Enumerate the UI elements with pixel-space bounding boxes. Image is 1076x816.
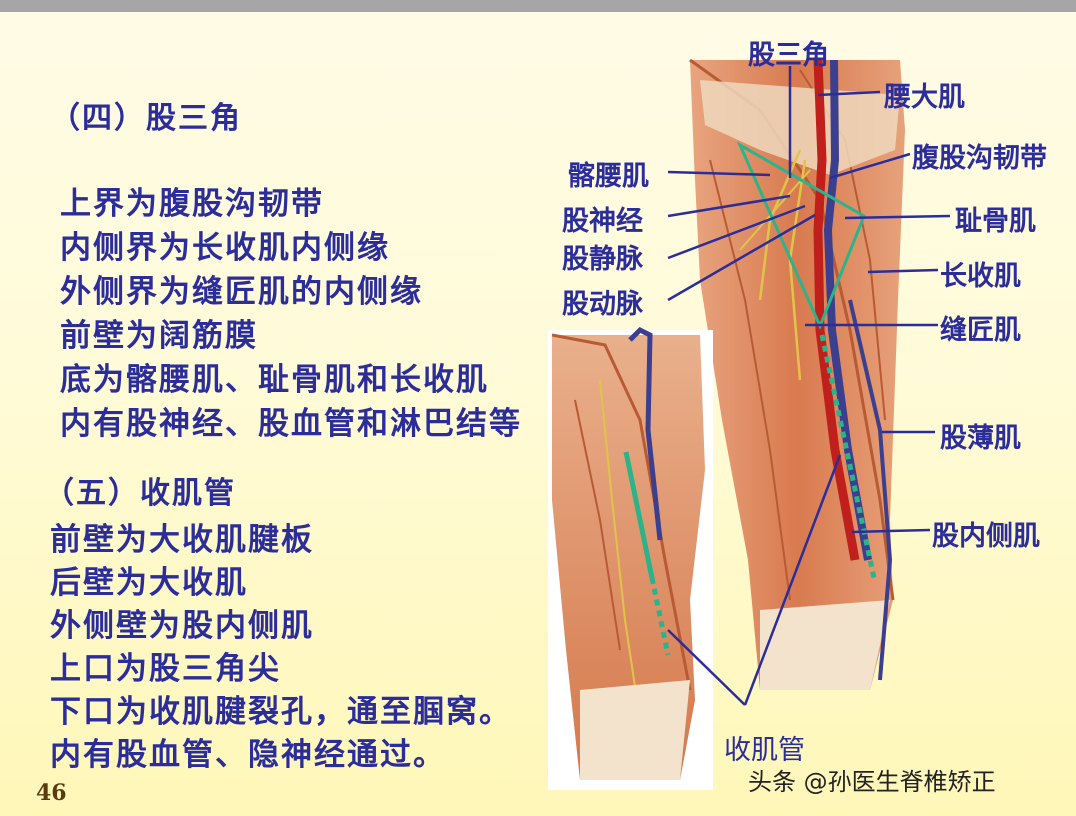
- label-femoral-nerve: 股神经: [562, 206, 643, 237]
- label-femoral-artery: 股动脉: [562, 289, 643, 320]
- section4-line-6: 内有股神经、股血管和淋巴结等: [60, 406, 522, 442]
- label-gracilis: 股薄肌: [940, 423, 1021, 454]
- section4-title: （四）股三角: [50, 101, 242, 136]
- section4-line-2: 内侧界为长收肌内侧缘: [60, 230, 390, 266]
- section4-line-3: 外侧界为缝匠肌的内侧缘: [60, 274, 423, 310]
- section5-line-2: 后壁为大收肌: [50, 565, 248, 601]
- top-bar: [0, 0, 1076, 12]
- section4-line-4: 前壁为阔筋膜: [60, 318, 258, 354]
- label-vastus-medialis: 股内侧肌: [932, 521, 1040, 552]
- label-adductor-canal: 收肌管: [724, 735, 805, 766]
- medial-thigh-figure: [548, 326, 713, 790]
- page-number: 46: [36, 780, 67, 806]
- section5-line-6: 内有股血管、隐神经通过。: [50, 737, 446, 773]
- section5-title: （五）收肌管: [44, 476, 236, 511]
- label-pectineus: 耻骨肌: [955, 206, 1036, 237]
- watermark: 头条 @孙医生脊椎矫正: [748, 768, 996, 796]
- anterior-thigh-figure: [689, 58, 905, 690]
- label-femoral-triangle: 股三角: [748, 40, 829, 71]
- leader-lines: [667, 66, 951, 706]
- label-psoas-major: 腰大肌: [884, 82, 965, 113]
- section5-line-1: 前壁为大收肌腱板: [50, 522, 314, 558]
- section5-line-4: 上口为股三角尖: [50, 651, 281, 687]
- label-inguinal-ligament: 腹股沟韧带: [912, 143, 1047, 174]
- section5-line-3: 外侧壁为股内侧肌: [50, 608, 314, 644]
- section4-line-5: 底为髂腰肌、耻骨肌和长收肌: [60, 362, 489, 398]
- section4-line-1: 上界为腹股沟韧带: [60, 186, 324, 222]
- label-iliopsoas: 髂腰肌: [568, 161, 649, 192]
- label-femoral-vein: 股静脉: [562, 244, 643, 275]
- label-sartorius: 缝匠肌: [940, 315, 1021, 346]
- section5-line-5: 下口为收肌腱裂孔，通至腘窝。: [50, 694, 512, 730]
- label-adductor-longus: 长收肌: [940, 261, 1021, 292]
